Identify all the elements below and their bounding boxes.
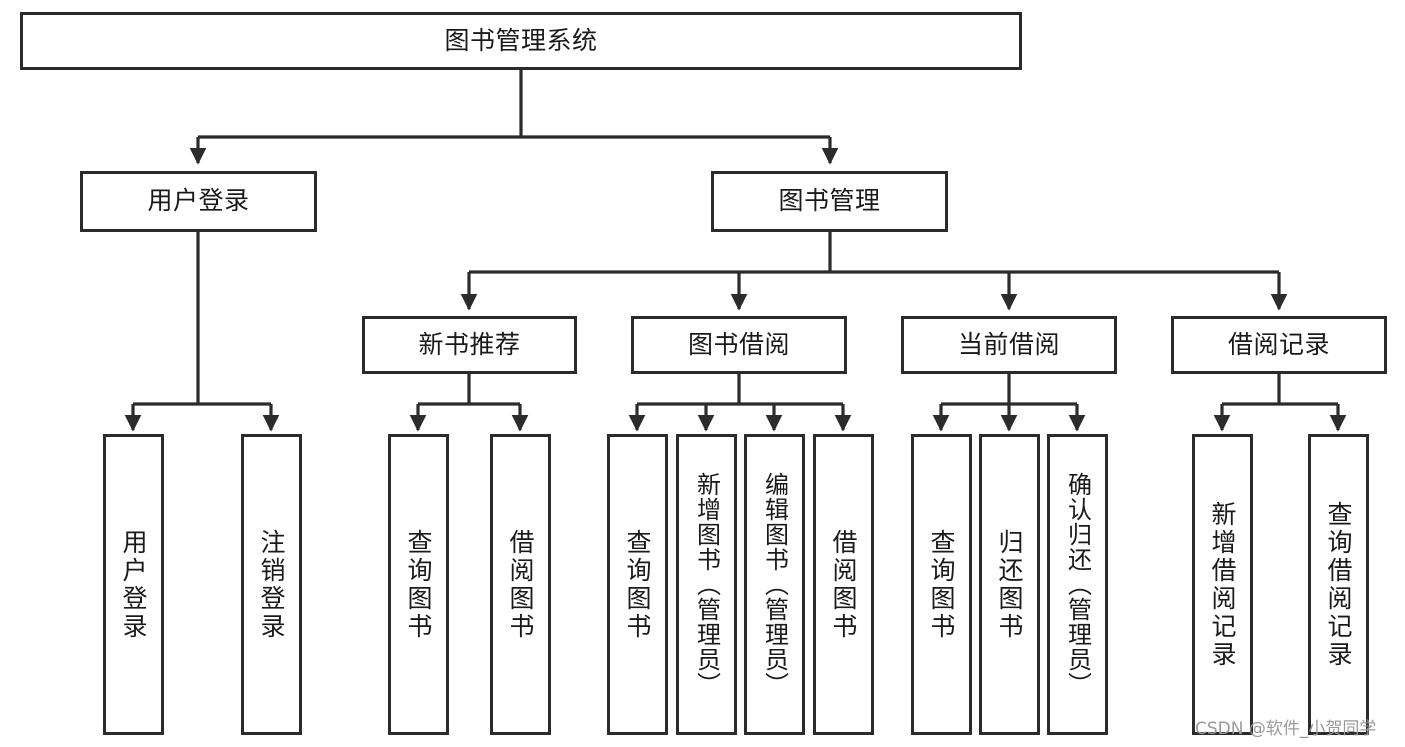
node-label: 当前借阅 <box>957 329 1060 359</box>
node-root-system[interactable]: 图书管理系统 <box>20 12 1022 70</box>
node-label: 编辑图书（管理员） <box>760 472 789 697</box>
leaf-current-query-book[interactable]: 查询图书 <box>911 434 972 735</box>
csdn-watermark: CSDN @软件_小贺同学 <box>1195 719 1377 739</box>
node-label: 新书推荐 <box>418 329 521 359</box>
node-label: 图书管理系统 <box>444 25 598 55</box>
node-label: 注销登录 <box>257 528 286 641</box>
node-book-borrow[interactable]: 图书借阅 <box>631 316 847 374</box>
node-book-management[interactable]: 图书管理 <box>711 171 948 232</box>
leaf-record-add-record[interactable]: 新增借阅记录 <box>1192 434 1253 735</box>
leaf-user-login-logout[interactable]: 注销登录 <box>241 434 302 735</box>
node-label: 查询图书 <box>927 528 956 641</box>
leaf-current-confirm-return-admin[interactable]: 确认归还（管理员） <box>1047 434 1108 735</box>
node-label: 确认归还（管理员） <box>1063 472 1092 697</box>
node-label: 用户登录 <box>119 528 148 641</box>
node-label: 用户登录 <box>147 186 250 216</box>
node-label: 查询图书 <box>623 528 652 641</box>
node-borrow-record[interactable]: 借阅记录 <box>1171 316 1387 374</box>
node-current-borrow[interactable]: 当前借阅 <box>901 316 1117 374</box>
leaf-borrow-borrow-book[interactable]: 借阅图书 <box>813 434 874 735</box>
node-label: 图书管理 <box>778 186 881 216</box>
node-label: 归还图书 <box>995 528 1024 641</box>
node-user-login[interactable]: 用户登录 <box>80 171 317 232</box>
node-label: 新增图书（管理员） <box>692 472 721 697</box>
node-label: 查询借阅记录 <box>1324 500 1353 669</box>
node-label: 新增借阅记录 <box>1208 500 1237 669</box>
leaf-borrow-add-book-admin[interactable]: 新增图书（管理员） <box>676 434 737 735</box>
node-label: 查询图书 <box>404 528 433 641</box>
node-label: 借阅记录 <box>1227 329 1330 359</box>
node-new-book-recommend[interactable]: 新书推荐 <box>362 316 577 374</box>
leaf-user-login-login[interactable]: 用户登录 <box>103 434 164 735</box>
leaf-borrow-edit-book-admin[interactable]: 编辑图书（管理员） <box>744 434 805 735</box>
leaf-recommend-borrow-book[interactable]: 借阅图书 <box>490 434 551 735</box>
node-label: 借阅图书 <box>829 528 858 641</box>
leaf-recommend-query-book[interactable]: 查询图书 <box>388 434 449 735</box>
leaf-record-query-record[interactable]: 查询借阅记录 <box>1308 434 1369 735</box>
leaf-borrow-query-book[interactable]: 查询图书 <box>607 434 668 735</box>
node-label: 借阅图书 <box>506 528 535 641</box>
leaf-current-return-book[interactable]: 归还图书 <box>979 434 1040 735</box>
node-label: 图书借阅 <box>687 329 790 359</box>
